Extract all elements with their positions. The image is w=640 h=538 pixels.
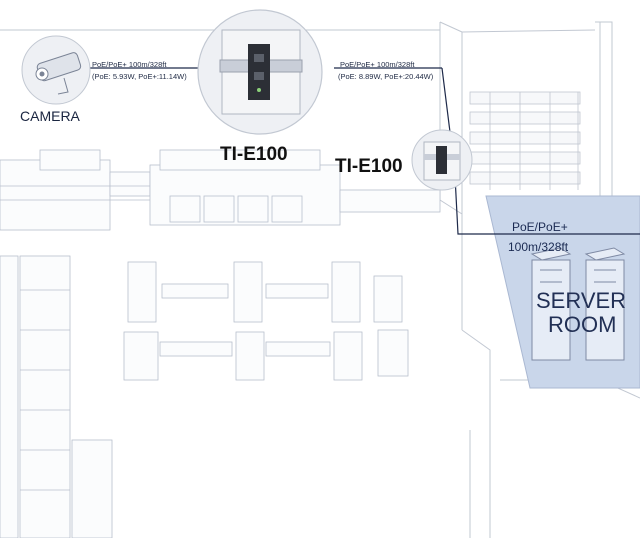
camera-label: CAMERA [20,108,80,124]
center-workstations [123,261,409,381]
left-conveyors [0,255,113,538]
server-link-poe: PoE/PoE+ [512,220,568,234]
model-label-secondary: TI-E100 [335,156,403,177]
model-label-main: TI-E100 [220,144,288,165]
server-link-length: 100m/328ft [508,240,569,254]
link2-power: (PoE: 8.89W, PoE+:20.44W) [338,72,434,81]
din-rail-media-converter-icon-secondary [411,129,473,191]
link1-spec: PoE/PoE+ 100m/328ft [92,60,167,69]
din-rail-media-converter-icon [197,9,323,135]
production-line-machine [0,149,441,231]
server-room-label-line1: SERVER [536,288,627,313]
link1-power: (PoE: 5.93W, PoE+:11.14W) [92,72,187,81]
shelving-units [469,91,581,190]
server-room-label-line2: ROOM [548,312,617,337]
cable-lines [82,67,640,235]
server-rack-icon [530,247,626,361]
security-camera-icon [21,35,91,105]
link2-spec: PoE/PoE+ 100m/328ft [340,60,415,69]
